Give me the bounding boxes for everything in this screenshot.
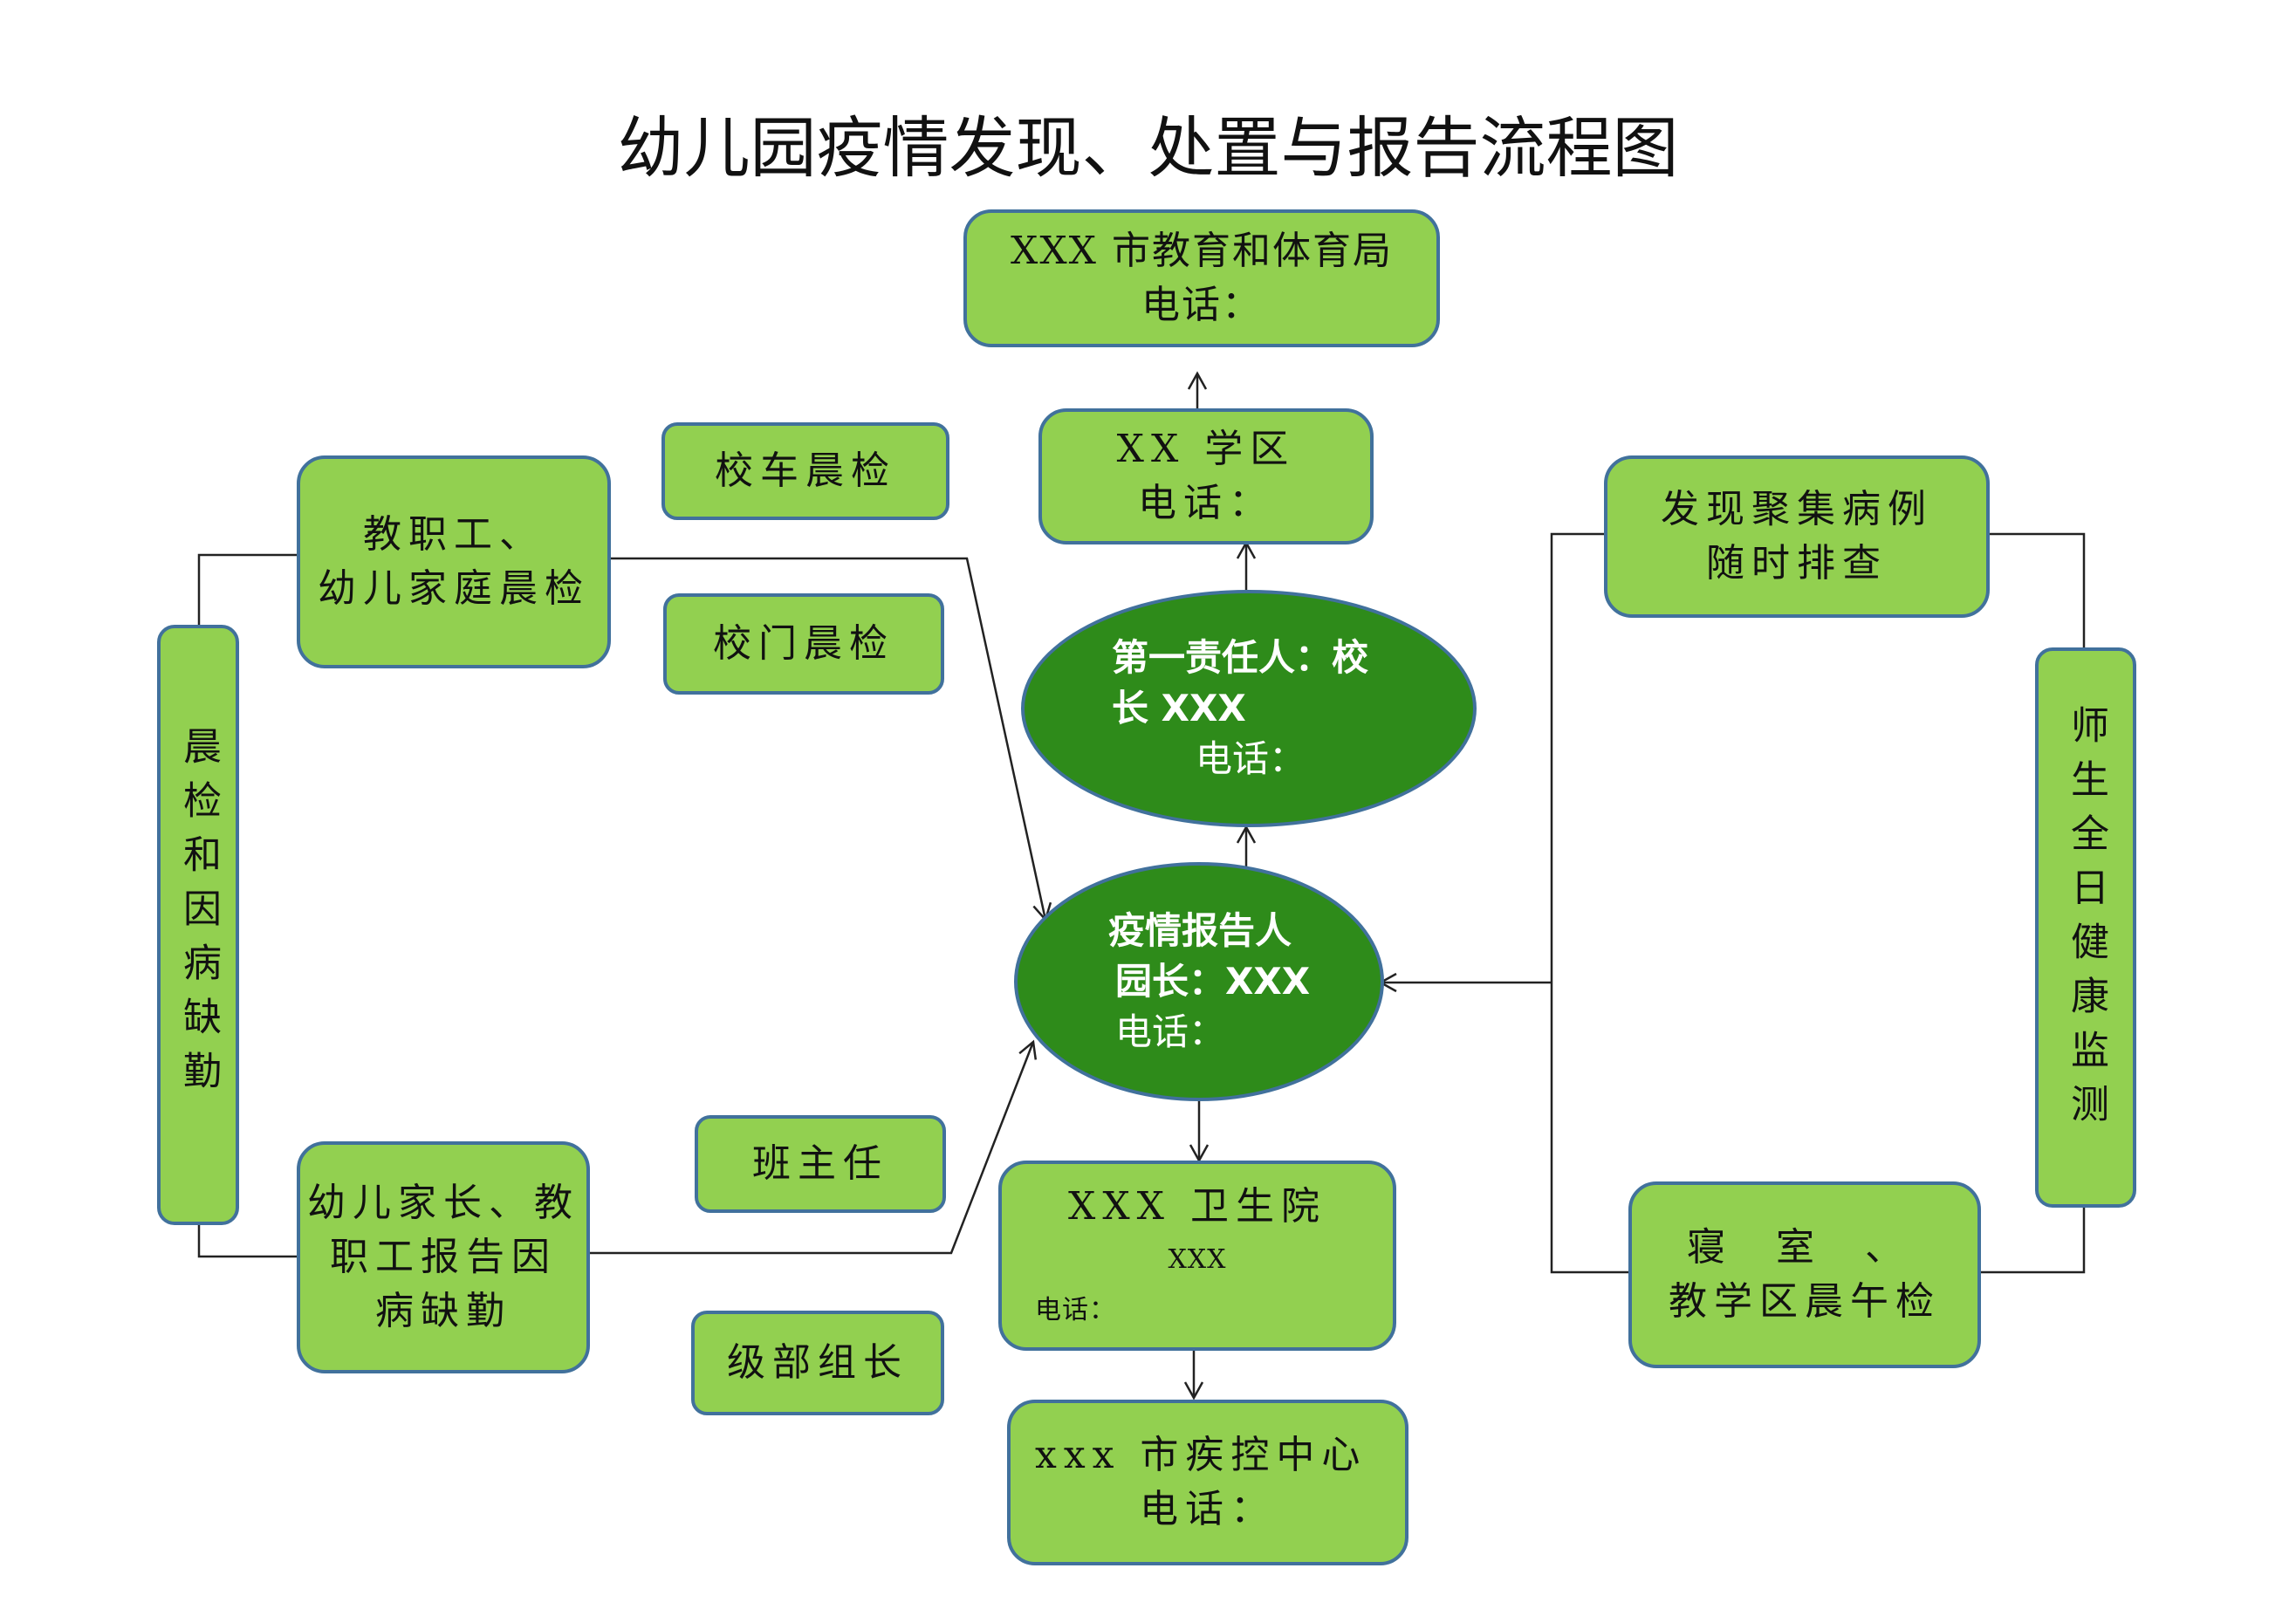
- page-title: 幼儿园疫情发现、处置与报告流程图: [617, 109, 1679, 187]
- cdc-name: xxx 市疾控中心: [1035, 1433, 1367, 1477]
- school-gate-check-label: 校门晨检: [713, 621, 894, 666]
- absence-report-line3: 病缺勤: [375, 1289, 511, 1333]
- cdc-node: xxx 市疾控中心 电话：: [1007, 1400, 1408, 1565]
- health-center-phone: 电话：: [1035, 1295, 1116, 1325]
- epidemic-reporter-node: 疫情报告人 园长：XXX 电话：: [1014, 862, 1384, 1101]
- education-bureau-phone: 电话：: [1141, 283, 1262, 327]
- full-day-health-monitoring-label: 师生全日健康监测: [2064, 705, 2108, 1138]
- family-morning-check-node: 教职工、 幼儿家庭晨检: [297, 455, 611, 668]
- morning-check-absence-node: 晨检和因病缺勤: [157, 625, 239, 1225]
- left-bracket-top-line: [197, 553, 297, 625]
- first-responsible-person-node: 第一责任人：校 长 XXX 电话：: [1021, 590, 1477, 827]
- head-teacher-label: 班主任: [752, 1141, 888, 1186]
- family-morning-check-line2: 幼儿家庭晨检: [318, 566, 590, 611]
- school-district-node: XX 学区 电话：: [1038, 408, 1374, 544]
- dorm-teaching-check-line2: 教学区晨午检: [1669, 1279, 1941, 1324]
- absence-report-line2: 职工报告因: [330, 1235, 557, 1279]
- epidemic-reporter-name: 园长：XXX: [1115, 960, 1311, 1003]
- dorm-teaching-check-line1: 寝 室 、: [1687, 1225, 1922, 1270]
- school-district-phone: 电话：: [1138, 481, 1274, 525]
- grade-leader-node: 级部组长: [691, 1311, 944, 1415]
- school-district-name: XX 学区: [1116, 427, 1296, 471]
- school-gate-check-node: 校门晨检: [663, 593, 944, 695]
- right-outer-top-line: [1990, 532, 2086, 647]
- head-teacher-node: 班主任: [695, 1115, 946, 1213]
- health-center-node: XXX 卫生院 XXX 电话：: [998, 1161, 1396, 1351]
- left-bracket-bottom-line: [197, 1222, 302, 1258]
- right-bracket-line: [1550, 532, 1628, 1274]
- education-bureau-node: XXX 市教育和体育局 电话：: [963, 209, 1440, 347]
- first-responsible-person-line2: 长 XXX: [1112, 687, 1246, 729]
- epidemic-reporter-role: 疫情报告人: [1108, 909, 1292, 952]
- family-morning-check-line1: 教职工、: [363, 512, 545, 557]
- first-responsible-person-line1: 第一责任人：校: [1112, 636, 1369, 679]
- health-center-name: XXX 卫生院: [1068, 1184, 1326, 1229]
- right-outer-bottom-line: [1981, 1202, 2086, 1274]
- epidemic-reporter-phone: 电话：: [1115, 1010, 1226, 1053]
- absence-report-line1: 幼儿家长、教: [307, 1181, 579, 1225]
- morning-check-absence-label: 晨检和因病缺勤: [176, 726, 221, 1105]
- school-bus-check-node: 校车晨检: [661, 422, 949, 520]
- health-center-contact: XXX: [1168, 1244, 1227, 1275]
- education-bureau-name: XXX 市教育和体育局: [1011, 229, 1393, 273]
- cdc-phone: 电话：: [1140, 1487, 1276, 1531]
- dorm-teaching-check-node: 寝 室 、 教学区晨午检: [1628, 1181, 1981, 1368]
- grade-leader-label: 级部组长: [727, 1340, 908, 1385]
- cluster-case-check-line2: 随时排查: [1706, 541, 1888, 586]
- cluster-case-check-line1: 发现聚集病例: [1661, 487, 1933, 531]
- cluster-case-check-node: 发现聚集病例 随时排查: [1604, 455, 1990, 618]
- first-responsible-person-phone: 电话：: [1196, 737, 1306, 780]
- school-bus-check-label: 校车晨检: [715, 449, 896, 493]
- arrow-absence-report-to-reporter: [590, 1039, 1038, 1255]
- absence-report-node: 幼儿家长、教 职工报告因 病缺勤: [297, 1141, 590, 1373]
- arrow-family-check-to-reporter: [611, 557, 1052, 922]
- full-day-health-monitoring-node: 师生全日健康监测: [2035, 647, 2136, 1208]
